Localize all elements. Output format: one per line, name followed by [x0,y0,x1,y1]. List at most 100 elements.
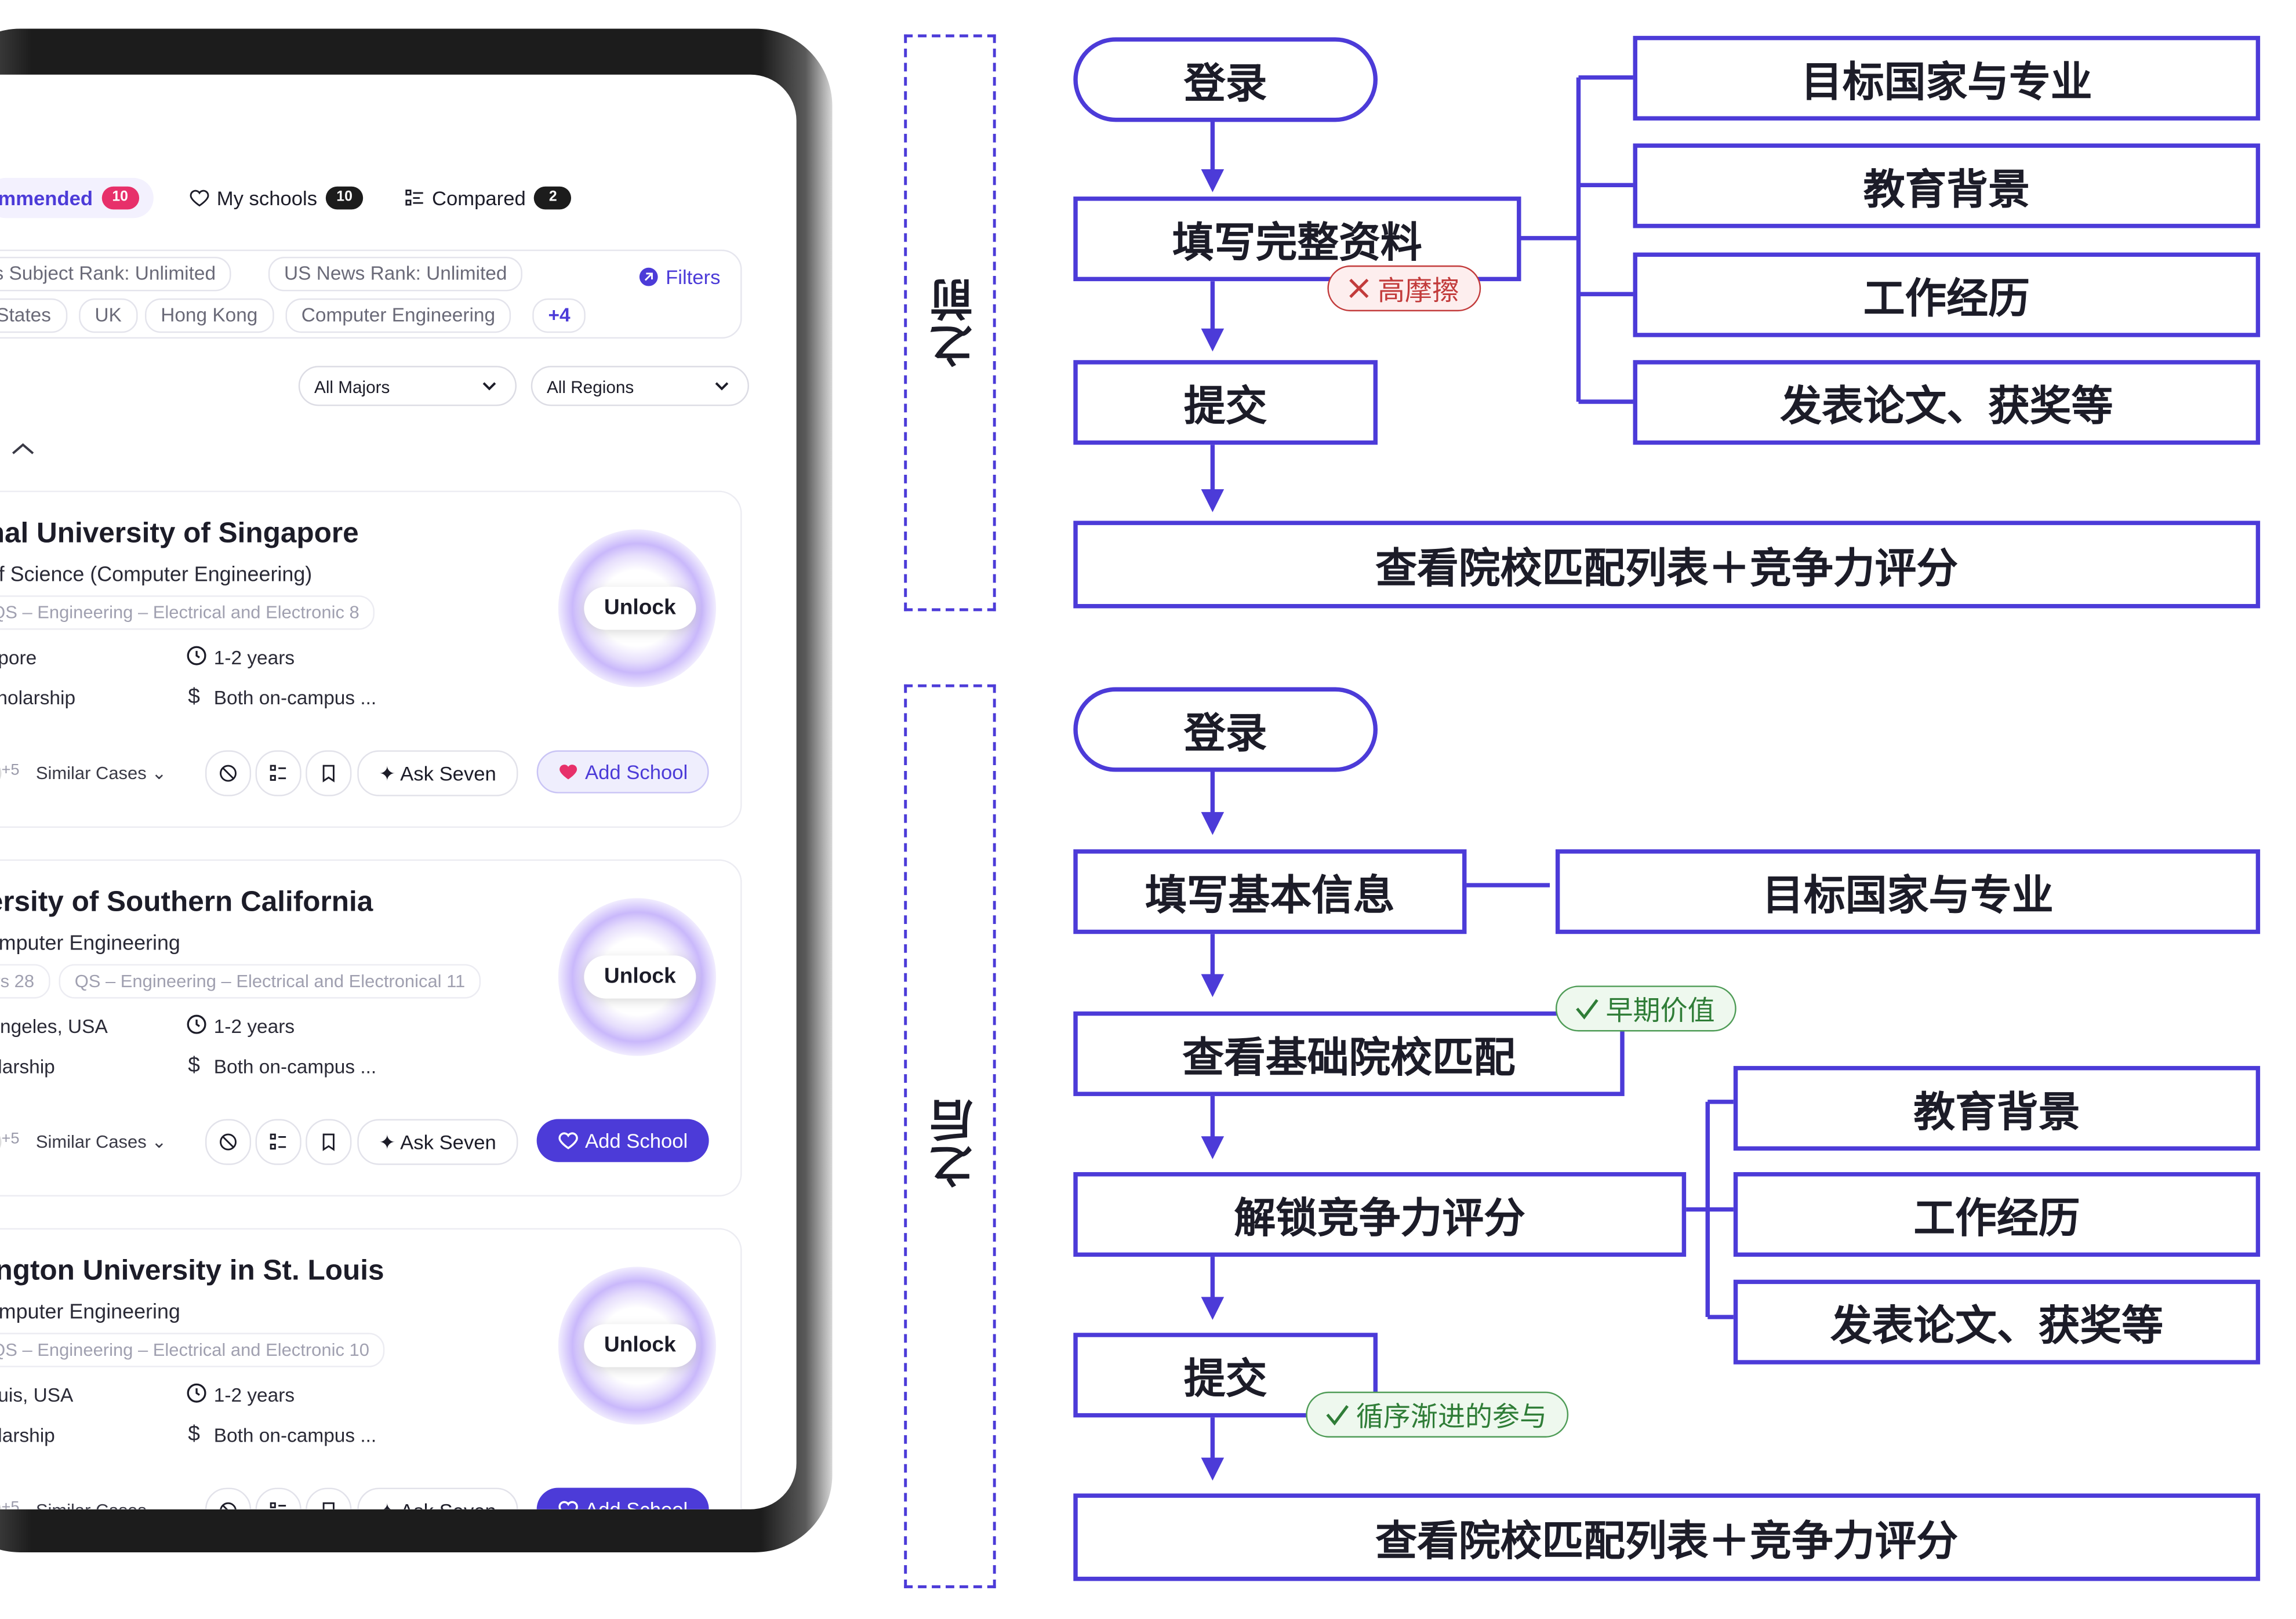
tab-recommended[interactable]: ommended 10 [0,177,154,219]
after-fill-basic-step: 填写基本信息 [1073,849,1467,934]
similar-cases-button[interactable]: Similar Cases ⌄ [36,1130,166,1152]
filter-chip[interactable]: ws Subject Rank: Unlimited [0,257,232,292]
hide-icon [220,765,237,782]
tab-compared[interactable]: Compared 2 [405,178,572,218]
after-detail-work: 工作经历 [1733,1172,2261,1257]
score-lock: Unlock [558,1267,717,1425]
program-name: of Science (Computer Engineering) [0,563,313,587]
university-name[interactable]: ersity of Southern California [0,886,373,918]
school-card[interactable]: nal University of Singapore of Science (C… [0,490,742,828]
duration-text: 1-2 years [213,1016,295,1038]
card-actions: +5 Similar Cases ⌄ ✦ Ask Seven Add School [0,1119,740,1165]
ask-label: Ask Seven [400,1130,496,1154]
rank-chip: QS – Engineering – Electrical and Electr… [0,595,375,630]
chevron-down-icon: ⌄ [151,1132,167,1152]
bookmark-button[interactable] [306,1119,352,1165]
bookmark-icon [322,1502,335,1509]
chevron-down-icon: ⌄ [151,763,167,784]
similar-cases-button[interactable]: Similar Cases ⌄ [36,1499,166,1509]
university-name[interactable]: ington University in St. Louis [0,1255,384,1287]
unlock-button[interactable]: Unlock [584,1324,696,1367]
ask-seven-button[interactable]: ✦ Ask Seven [357,1119,518,1165]
before-result-step: 查看院校匹配列表＋竞争力评分 [1073,521,2261,609]
progressive-engagement-tag: 循序渐进的参与 [1306,1391,1569,1438]
compare-button[interactable] [255,750,301,796]
tag-text: 早期价值 [1605,995,1715,1027]
clock-icon [187,646,206,665]
after-detail-publications: 发表论文、获奖等 [1733,1279,2261,1365]
after-unlock-score-step: 解锁竞争力评分 [1073,1172,1687,1257]
after-detail-education: 教育背景 [1733,1065,2261,1151]
duration-text: 1-2 years [213,647,295,669]
location-text: apore [0,647,37,669]
clock-icon [187,1383,206,1403]
filter-chip[interactable]: Hong Kong [144,298,274,333]
before-section-border [904,34,996,612]
add-school-button[interactable]: Add School [536,1119,709,1162]
filter-chip[interactable]: UK [79,298,138,333]
compare-button[interactable] [255,1119,301,1165]
similar-cases-button[interactable]: Similar Cases ⌄ [36,762,167,784]
check-icon [1326,1405,1349,1426]
ask-seven-button[interactable]: ✦ Ask Seven [357,750,518,796]
bookmark-icon [322,765,335,783]
hide-icon [220,1502,237,1509]
compare-list-icon [270,1133,286,1150]
before-detail-publications: 发表论文、获奖等 [1633,360,2261,445]
filter-chip[interactable]: d States [0,298,67,333]
heart-filled-icon [559,765,577,780]
university-name[interactable]: nal University of Singapore [0,518,359,550]
ask-label: Ask Seven [400,762,496,785]
similar-cases-label: Similar Cases [36,1501,147,1509]
chevron-down-icon [482,382,496,391]
majors-select[interactable]: All Majors [298,366,517,406]
filter-chip[interactable]: Computer Engineering [285,298,511,333]
ask-label: Ask Seven [400,1499,496,1509]
program-name: omputer Engineering [0,932,180,956]
after-detail-country-major: 目标国家与专业 [1555,849,2261,934]
hide-button[interactable] [205,1119,252,1165]
clock-icon [187,1014,206,1034]
compare-list-icon [270,765,286,781]
similar-count: +5 [1,1499,20,1509]
bookmark-button[interactable] [306,750,352,796]
active-filters: ws Subject Rank: Unlimited US News Rank:… [0,249,742,339]
tab-count: 10 [325,186,364,210]
tab-my-schools[interactable]: My schools 10 [190,178,364,218]
filters-button[interactable]: Filters [638,265,720,288]
tag-text: 循序渐进的参与 [1356,1400,1547,1433]
regions-select[interactable]: All Regions [531,366,749,406]
heart-outline-icon [558,1132,578,1149]
chevron-down-icon: ⌄ [151,1501,166,1509]
add-label: Add School [585,1129,688,1152]
similar-count: +5 [1,1130,20,1148]
duration-text: 1-2 years [213,1384,295,1406]
avatar [0,760,2,787]
after-basic-match-step: 查看基础院校匹配 [1073,1011,1625,1096]
dollar-icon: $ [188,684,200,709]
cross-icon [1349,278,1369,299]
tag-text: 高摩擦 [1378,274,1460,307]
school-card[interactable]: ersity of Southern California omputer Eng… [0,859,742,1197]
similar-cases-label: Similar Cases [35,1132,147,1152]
add-label: Add School [585,1497,688,1509]
filter-chip[interactable]: US News Rank: Unlimited [268,257,523,292]
more-filters-chip[interactable]: +4 [532,298,586,333]
sparkle-icon: ✦ [379,762,401,785]
rank-chip: vs 28 [0,964,50,999]
check-icon [1576,999,1599,1020]
heart-outline-icon [558,1501,578,1509]
add-school-button[interactable]: Add School [536,750,709,794]
unlock-button[interactable]: Unlock [584,955,696,999]
after-result-step: 查看院校匹配列表＋竞争力评分 [1073,1493,2261,1581]
add-school-button[interactable]: Add School [536,1487,709,1509]
score-lock: Unlock [558,898,717,1056]
hide-button[interactable] [205,750,252,796]
before-detail-country-major: 目标国家与专业 [1633,35,2261,121]
scholarship-text: olarship [0,1424,55,1446]
unlock-button[interactable]: Unlock [584,587,696,630]
chevron-up-icon [12,443,34,454]
rank-chip: QS – Engineering – Electrical and Electr… [0,1333,386,1367]
